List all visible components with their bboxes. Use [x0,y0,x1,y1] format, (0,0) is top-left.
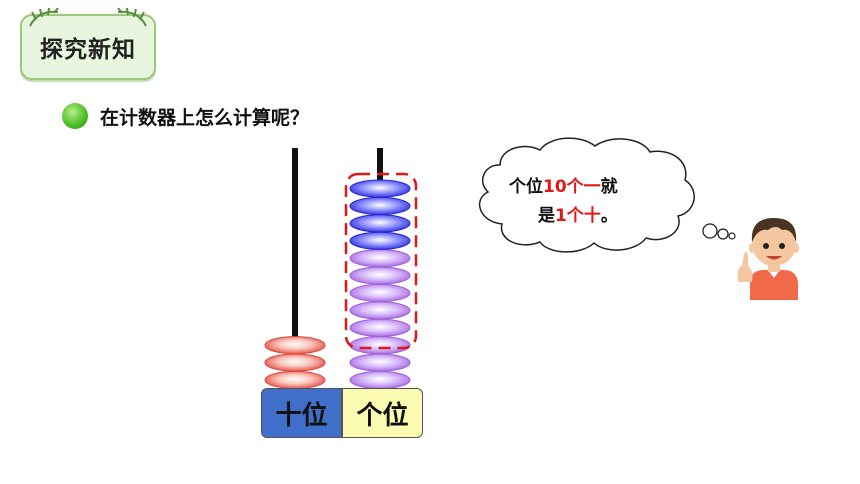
thought-highlight-text: 1个十 [555,206,601,226]
thought-text: 。 [600,206,618,226]
tens-bead [264,336,326,355]
thought-line-2: 是1个十。 [538,201,618,226]
question-text: 在计数器上怎么计算呢？ [100,106,310,129]
thought-cloud [478,137,695,253]
leaf-left-icon [29,8,59,27]
question-row: 在计数器上怎么计算呢？ [62,102,309,130]
tens-rod [292,148,298,390]
green-bullet-icon [62,103,88,129]
thought-dot-medium [717,228,729,240]
section-badge: 探究新知 [20,8,156,80]
thought-highlight-text: 10个一 [543,177,601,197]
section-title: 探究新知 [40,37,136,63]
thought-text: 就 [600,177,618,197]
ones-place-label: 个位 [342,388,423,438]
thought-dot-small [728,232,736,240]
thought-text: 个位 [509,177,543,197]
leaf-right-icon [117,8,147,27]
boy-character-icon [737,218,799,300]
tens-place-label: 十位 [261,388,342,438]
ten-beads-highlight-box [344,172,418,350]
thought-line-1: 个位10个一就 [509,172,618,197]
thought-dot-large [702,223,718,239]
ones-bead-blue [349,179,411,198]
thought-text: 是 [538,206,555,226]
